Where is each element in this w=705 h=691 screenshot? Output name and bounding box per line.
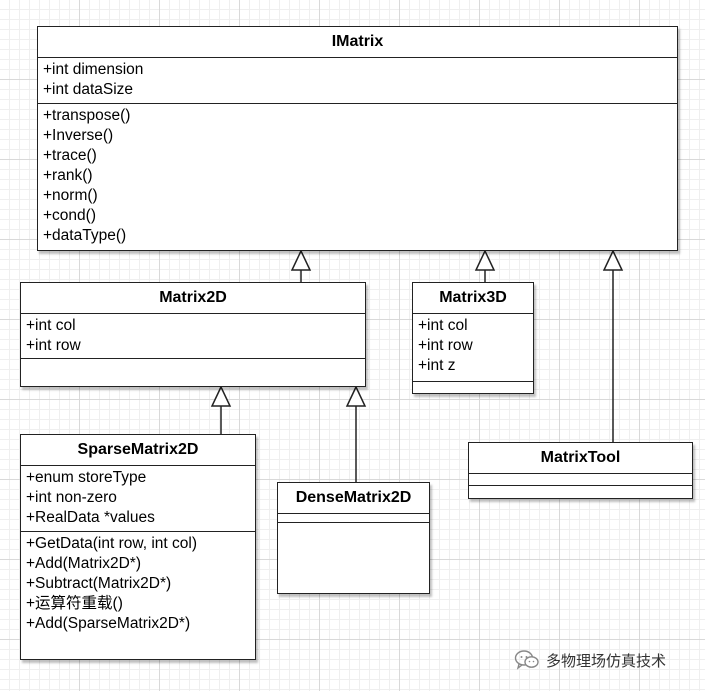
attribute: +int row — [418, 337, 473, 354]
wechat-icon — [514, 650, 539, 670]
attributes-section: +int col +int row +int z — [413, 314, 533, 382]
class-name: MatrixTool — [469, 443, 692, 474]
attribute: +RealData *values — [26, 509, 155, 526]
method: +GetData(int row, int col) — [26, 535, 197, 552]
generalization-matrix2d-imatrix — [290, 249, 312, 282]
generalization-arrowhead — [210, 385, 232, 407]
attributes-section — [469, 474, 692, 486]
method: +运算符重载() — [26, 595, 123, 612]
attribute: +enum storeType — [26, 469, 147, 486]
class-matrix2d[interactable]: Matrix2D +int col +int row — [20, 282, 366, 387]
attributes-section: +int dimension +int dataSize — [38, 58, 677, 104]
methods-section — [21, 359, 365, 364]
method: +dataType() — [43, 227, 127, 244]
attribute: +int z — [418, 357, 456, 374]
method: +cond() — [43, 207, 96, 224]
class-densematrix2d[interactable]: DenseMatrix2D — [277, 482, 430, 594]
class-name: DenseMatrix2D — [278, 483, 429, 514]
methods-section — [278, 523, 429, 528]
attribute: +int dataSize — [43, 81, 134, 98]
generalization-arrowhead — [474, 249, 496, 271]
class-imatrix[interactable]: IMatrix +int dimension +int dataSize +tr… — [37, 26, 678, 251]
attributes-section: +int col +int row — [21, 314, 365, 359]
methods-section — [469, 486, 692, 491]
class-name: Matrix3D — [413, 283, 533, 314]
class-sparsematrix2d[interactable]: SparseMatrix2D +enum storeType +int non-… — [20, 434, 256, 660]
generalization-densematrix2d-matrix2d — [345, 385, 367, 482]
methods-section — [413, 382, 533, 387]
class-matrixtool[interactable]: MatrixTool — [468, 442, 693, 499]
methods-section: +transpose() +Inverse() +trace() +rank()… — [38, 104, 677, 249]
watermark: 多物理场仿真技术 — [514, 648, 666, 672]
attributes-section: +enum storeType +int non-zero +RealData … — [21, 466, 255, 532]
methods-section: +GetData(int row, int col) +Add(Matrix2D… — [21, 532, 255, 637]
watermark-text: 多物理场仿真技术 — [546, 652, 667, 670]
generalization-matrix3d-imatrix — [474, 249, 496, 282]
generalization-arrowhead — [602, 249, 624, 271]
class-name: Matrix2D — [21, 283, 365, 314]
class-name: IMatrix — [38, 27, 677, 58]
method: +Add(Matrix2D*) — [26, 555, 141, 572]
method: +Add(SparseMatrix2D*) — [26, 615, 191, 632]
method: +rank() — [43, 167, 93, 184]
attribute: +int col — [418, 317, 468, 334]
generalization-arrowhead — [290, 249, 312, 271]
attributes-section — [278, 514, 429, 523]
class-name: SparseMatrix2D — [21, 435, 255, 466]
method: +trace() — [43, 147, 97, 164]
generalization-sparsematrix2d-matrix2d — [210, 385, 232, 434]
method: +Inverse() — [43, 127, 114, 144]
generalization-arrowhead — [345, 385, 367, 407]
class-matrix3d[interactable]: Matrix3D +int col +int row +int z — [412, 282, 534, 394]
attribute: +int dimension — [43, 61, 144, 78]
method: +Subtract(Matrix2D*) — [26, 575, 172, 592]
attribute: +int col — [26, 317, 76, 334]
generalization-matrixtool-imatrix — [602, 249, 624, 442]
method: +transpose() — [43, 107, 131, 124]
method: +norm() — [43, 187, 98, 204]
attribute: +int row — [26, 337, 81, 354]
attribute: +int non-zero — [26, 489, 117, 506]
